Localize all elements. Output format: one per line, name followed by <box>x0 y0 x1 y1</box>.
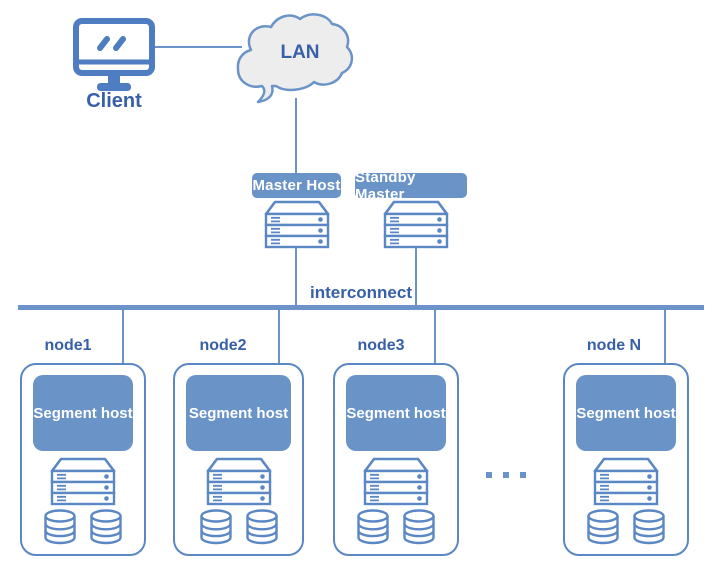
connector-interconnect-to-node1 <box>122 307 125 364</box>
lan-label: LAN <box>280 42 320 63</box>
interconnect-bus-line <box>18 305 704 310</box>
server-rack-icon <box>363 457 429 506</box>
connector-lan-to-master <box>295 98 298 176</box>
speech-cloud-icon <box>236 13 354 104</box>
ellipsis-dots-icon <box>486 472 526 478</box>
database-cylinder-icon <box>357 509 389 545</box>
database-cylinder-icon <box>633 509 665 545</box>
database-cylinder-icon <box>44 509 76 545</box>
database-group <box>197 509 281 545</box>
dot <box>486 472 492 478</box>
node2-box: Segment host <box>173 363 304 556</box>
connector-standby-to-interconnect <box>415 248 418 307</box>
server-rack-icon <box>206 457 271 506</box>
monitor-icon <box>73 18 155 91</box>
segment-host-box: Segment host <box>33 375 133 451</box>
server-rack-icon <box>264 200 330 249</box>
database-group <box>41 509 125 545</box>
segment-host-box: Segment host <box>576 375 676 451</box>
master-host-badge: Master Host <box>252 173 341 198</box>
client-label: Client <box>86 90 142 112</box>
connector-master-to-interconnect <box>295 248 298 307</box>
segment-host-box: Segment host <box>186 375 291 451</box>
node1-label: node1 <box>44 337 92 354</box>
database-cylinder-icon <box>403 509 435 545</box>
database-cylinder-icon <box>199 509 232 545</box>
node1-box: Segment host <box>20 363 146 556</box>
dot <box>503 472 509 478</box>
node3-box: Segment host <box>333 363 459 556</box>
database-group <box>354 509 438 545</box>
interconnect-label: interconnect <box>309 283 413 302</box>
connector-interconnect-to-node3 <box>434 307 437 364</box>
server-rack-icon <box>383 200 449 249</box>
database-cylinder-icon <box>587 509 619 545</box>
dot <box>520 472 526 478</box>
database-group <box>584 509 668 545</box>
database-cylinder-icon <box>245 509 278 545</box>
node2-label: node2 <box>199 337 247 354</box>
server-rack-icon <box>50 457 116 506</box>
connector-client-to-lan <box>150 46 242 49</box>
nodeN-label: node N <box>586 337 642 354</box>
segment-host-box: Segment host <box>346 375 446 451</box>
nodeN-box: Segment host <box>563 363 689 556</box>
connector-interconnect-to-node2 <box>278 307 281 364</box>
standby-master-badge: Standby Master <box>355 169 467 203</box>
database-cylinder-icon <box>90 509 122 545</box>
node3-label: node3 <box>357 337 405 354</box>
connector-interconnect-to-nodeN <box>664 307 667 364</box>
server-rack-icon <box>593 457 659 506</box>
